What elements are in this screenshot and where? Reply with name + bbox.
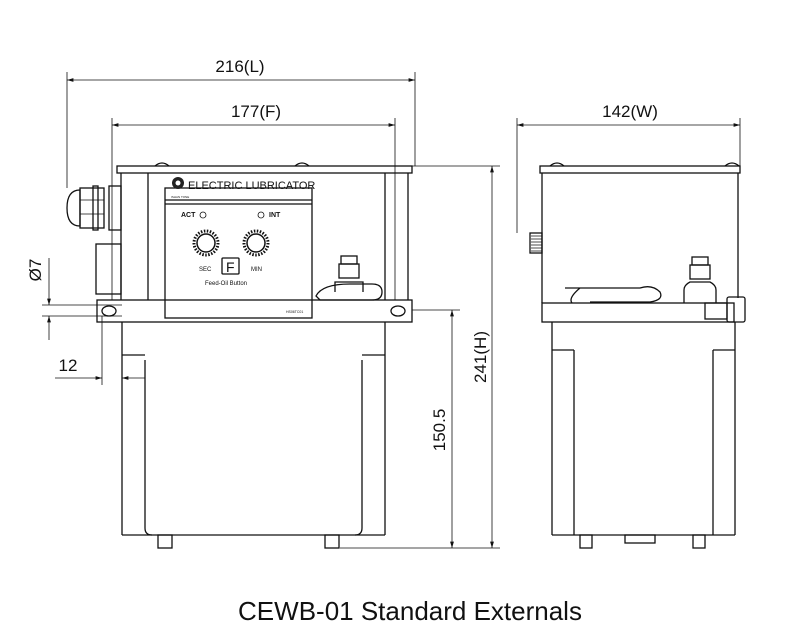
side-view xyxy=(529,162,746,549)
min-dial[interactable] xyxy=(242,229,270,257)
panel-title: ELECTRIC LUBRICATOR xyxy=(188,180,315,192)
front-view: ELECTRIC LUBRICATOR ISHAN TONE ACT INT S… xyxy=(66,162,413,549)
figure-caption: CEWB-01 Standard Externals xyxy=(238,596,582,626)
dimension-lines: 216(L) 177(F) 142(W) 241(H) 150.5 Ø7 12 xyxy=(26,57,741,549)
foot xyxy=(157,534,173,549)
feed-oil-button-label: F xyxy=(226,259,235,275)
logo-text: ISHAN TONE xyxy=(171,195,189,199)
model-code: HS06TC01 xyxy=(286,310,303,314)
act-lamp xyxy=(199,211,207,219)
dim-tank-height: 150.5 xyxy=(430,409,449,452)
int-label: INT xyxy=(269,212,281,219)
dim-width: 142(W) xyxy=(602,102,658,121)
sec-dial[interactable] xyxy=(192,229,220,257)
front-tank xyxy=(121,322,386,536)
control-panel: ELECTRIC LUBRICATOR ISHAN TONE ACT INT S… xyxy=(164,177,315,319)
side-tank xyxy=(551,322,736,536)
foot xyxy=(324,534,340,549)
int-lamp xyxy=(257,211,265,219)
mount-hole-left xyxy=(101,305,117,317)
dim-flange: 12 xyxy=(59,356,78,375)
sec-label: SEC xyxy=(199,267,212,273)
front-base-plate xyxy=(96,299,413,323)
cable-gland xyxy=(66,185,122,231)
side-base-plate xyxy=(541,302,735,323)
min-label: MIN xyxy=(251,267,262,273)
act-label: ACT xyxy=(181,212,196,219)
dim-hole-diameter: Ø7 xyxy=(26,259,45,282)
feed-oil-caption: Feed-Oil Button xyxy=(205,281,247,287)
side-outlet-fitting xyxy=(683,256,717,303)
dim-length: 216(L) xyxy=(215,57,264,76)
front-lid xyxy=(116,165,413,174)
mount-hole-right xyxy=(390,305,406,317)
oil-outlet-fitting xyxy=(334,255,364,292)
feed-oil-button[interactable] xyxy=(221,257,240,275)
dim-fixing-pitch: 177(F) xyxy=(231,102,281,121)
dim-height: 241(H) xyxy=(471,331,490,383)
side-gland xyxy=(529,232,543,254)
oil-filler-cap xyxy=(315,283,383,301)
side-connector xyxy=(95,243,122,295)
